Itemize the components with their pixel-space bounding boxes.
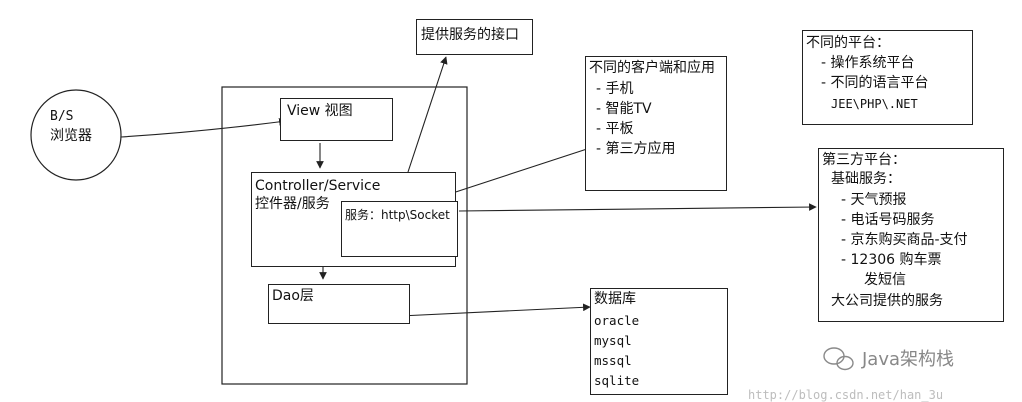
arrow-browser-to-view xyxy=(120,118,287,138)
clients-list: - 手机 - 智能TV - 平板 - 第三方应用 xyxy=(596,79,676,159)
thirdparty-item: - 电话号码服务 xyxy=(841,212,935,228)
arrow-controller-to-interface xyxy=(407,56,448,173)
wechat-icon xyxy=(823,347,854,371)
view-box: View 视图 xyxy=(280,98,393,141)
arrow-dao-to-database xyxy=(399,303,591,317)
service-label: 服务：http\Socket xyxy=(345,208,450,222)
watermark-logo-text: Java架构栈 xyxy=(862,349,955,370)
thirdparty-item: - 12306 购车票 xyxy=(841,252,942,268)
database-box: 数据库 oracle mysql mssql sqlite xyxy=(590,288,728,395)
thirdparty-footer: 大公司提供的服务 xyxy=(831,293,943,309)
clients-title: 不同的客户端和应用 xyxy=(589,60,715,76)
database-list: oracle mysql mssql sqlite xyxy=(594,311,639,391)
platforms-extra: JEE\PHP\.NET xyxy=(831,97,918,111)
clients-item: - 手机 xyxy=(596,81,634,97)
clients-item: - 智能TV xyxy=(596,101,652,117)
platforms-item: - 操作系统平台 xyxy=(821,55,915,71)
service-box: 服务：http\Socket xyxy=(341,201,458,257)
server-container xyxy=(221,86,468,385)
controller-label-top: Controller/Service xyxy=(255,178,381,194)
database-item: mssql xyxy=(594,353,632,368)
platforms-item: - 不同的语言平台 xyxy=(821,75,929,91)
clients-item: - 第三方应用 xyxy=(596,141,676,157)
thirdparty-title: 第三方平台： xyxy=(822,152,906,168)
clients-item: - 平板 xyxy=(596,121,634,137)
controller-label-bottom: 控件器/服务 xyxy=(255,196,330,212)
thirdparty-sub-item: 发短信 xyxy=(864,272,906,288)
database-item: oracle xyxy=(594,313,640,328)
platforms-title: 不同的平台： xyxy=(806,35,890,51)
thirdparty-box: 第三方平台： 基础服务： - 天气预报 - 电话号码服务 - 京东购买商品-支付… xyxy=(818,148,1004,322)
thirdparty-subtitle: 基础服务： xyxy=(831,171,901,187)
watermark-url: http://blog.csdn.net/han_3u xyxy=(748,388,944,402)
platforms-box: 不同的平台： - 操作系统平台 - 不同的语言平台 JEE\PHP\.NET xyxy=(802,30,973,125)
interface-box: 提供服务的接口 xyxy=(416,19,533,55)
interface-label: 提供服务的接口 xyxy=(421,27,519,43)
dao-label: Dao层 xyxy=(272,288,314,304)
browser-node xyxy=(30,89,122,181)
database-item: sqlite xyxy=(594,373,640,388)
database-title: 数据库 xyxy=(594,291,636,307)
arrow-service-to-thirdparty xyxy=(458,203,817,212)
browser-label-bottom: 浏览器 xyxy=(50,128,92,144)
thirdparty-list: - 天气预报 - 电话号码服务 - 京东购买商品-支付 - 12306 购车票 xyxy=(841,190,968,270)
dao-box: Dao层 xyxy=(268,284,410,324)
browser-label-top: B/S xyxy=(50,109,74,124)
platforms-list: - 操作系统平台 - 不同的语言平台 xyxy=(821,53,929,93)
database-item: mysql xyxy=(594,333,632,348)
view-label: View 视图 xyxy=(287,103,353,119)
thirdparty-item: - 天气预报 xyxy=(841,192,907,208)
thirdparty-item: - 京东购买商品-支付 xyxy=(841,232,968,248)
clients-box: 不同的客户端和应用 - 手机 - 智能TV - 平板 - 第三方应用 xyxy=(585,56,727,191)
